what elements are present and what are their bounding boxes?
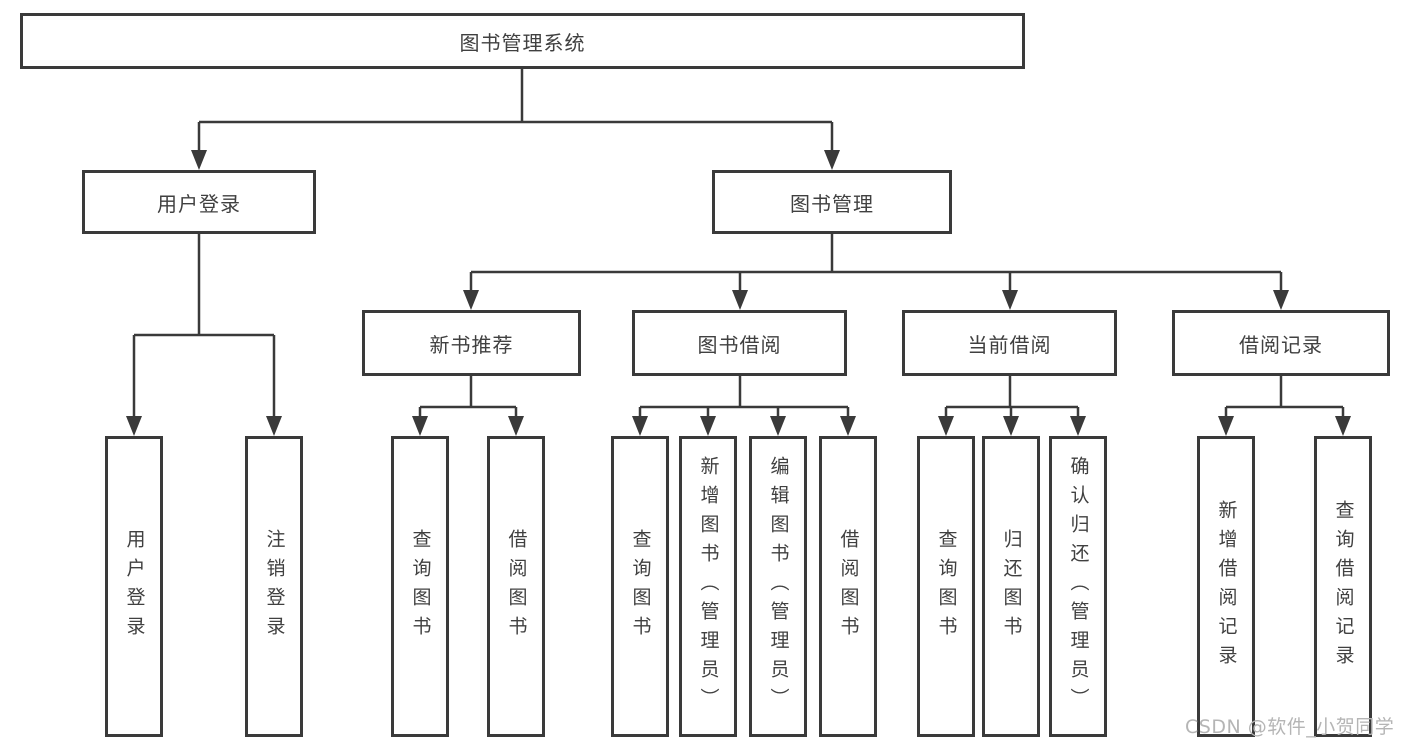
connector-login-to-leaves bbox=[132, 234, 276, 418]
arrow-down-icon bbox=[463, 290, 479, 310]
node-user-login: 用户登录 bbox=[82, 170, 316, 234]
leaf-user-login-label: 用户登录 bbox=[123, 528, 146, 645]
arrow-down-icon bbox=[1273, 290, 1289, 310]
arrow-down-icon bbox=[632, 416, 648, 436]
arrow-down-icon bbox=[1002, 290, 1018, 310]
leaf-borrow-edit-admin-label: 编辑图书（管理员） bbox=[767, 456, 790, 717]
connector-mgmt-to-level3 bbox=[469, 234, 1283, 292]
leaf-records-query: 查询借阅记录 bbox=[1314, 436, 1372, 737]
connector-borrow-to-leaves bbox=[638, 376, 850, 418]
leaf-current-query-label: 查询图书 bbox=[935, 528, 958, 645]
connector-newbook-to-leaves bbox=[418, 376, 518, 418]
arrow-down-icon bbox=[1070, 416, 1086, 436]
leaf-borrow-add-admin: 新增图书（管理员） bbox=[679, 436, 737, 737]
node-current-borrow: 当前借阅 bbox=[902, 310, 1117, 376]
arrow-down-icon bbox=[824, 150, 840, 170]
leaf-current-confirm-admin: 确认归还（管理员） bbox=[1049, 436, 1107, 737]
node-new-book-rec-label: 新书推荐 bbox=[429, 332, 514, 357]
arrow-down-icon bbox=[1003, 416, 1019, 436]
leaf-current-return: 归还图书 bbox=[982, 436, 1040, 737]
arrowheads bbox=[126, 150, 1351, 436]
node-user-login-label: 用户登录 bbox=[157, 191, 241, 216]
leaf-logout: 注销登录 bbox=[245, 436, 303, 737]
leaf-records-add: 新增借阅记录 bbox=[1197, 436, 1255, 737]
node-book-borrow: 图书借阅 bbox=[632, 310, 847, 376]
arrow-down-icon bbox=[126, 416, 142, 436]
csdn-watermark: CSDN @软件_小贺同学 bbox=[1185, 716, 1395, 738]
connector-records-to-leaves bbox=[1224, 376, 1345, 418]
arrow-down-icon bbox=[938, 416, 954, 436]
arrow-down-icon bbox=[508, 416, 524, 436]
arrow-down-icon bbox=[770, 416, 786, 436]
node-current-borrow-label: 当前借阅 bbox=[967, 332, 1052, 357]
node-book-borrow-label: 图书借阅 bbox=[697, 332, 782, 357]
connector-root-to-level2 bbox=[197, 69, 834, 152]
leaf-records-add-label: 新增借阅记录 bbox=[1215, 499, 1238, 674]
leaf-newbook-query-label: 查询图书 bbox=[409, 528, 432, 645]
leaf-borrow-query: 查询图书 bbox=[611, 436, 669, 737]
arrow-down-icon bbox=[1335, 416, 1351, 436]
arrow-down-icon bbox=[1218, 416, 1234, 436]
leaf-current-confirm-admin-label: 确认归还（管理员） bbox=[1067, 456, 1090, 717]
node-book-mgmt: 图书管理 bbox=[712, 170, 952, 234]
arrow-down-icon bbox=[732, 290, 748, 310]
leaf-records-query-label: 查询借阅记录 bbox=[1332, 499, 1355, 674]
leaf-logout-label: 注销登录 bbox=[263, 528, 286, 645]
node-root-label: 图书管理系统 bbox=[459, 30, 586, 55]
leaf-newbook-query: 查询图书 bbox=[391, 436, 449, 737]
node-borrow-records: 借阅记录 bbox=[1172, 310, 1390, 376]
leaf-newbook-borrow: 借阅图书 bbox=[487, 436, 545, 737]
node-borrow-records-label: 借阅记录 bbox=[1239, 332, 1323, 357]
leaf-user-login: 用户登录 bbox=[105, 436, 163, 737]
leaf-borrow-query-label: 查询图书 bbox=[629, 528, 652, 645]
leaf-borrow-book: 借阅图书 bbox=[819, 436, 877, 737]
leaf-current-return-label: 归还图书 bbox=[1000, 528, 1023, 645]
node-new-book-rec: 新书推荐 bbox=[362, 310, 581, 376]
leaf-borrow-add-admin-label: 新增图书（管理员） bbox=[697, 456, 720, 717]
connector-current-to-leaves bbox=[944, 376, 1080, 418]
leaf-newbook-borrow-label: 借阅图书 bbox=[505, 528, 528, 645]
leaf-current-query: 查询图书 bbox=[917, 436, 975, 737]
arrow-down-icon bbox=[266, 416, 282, 436]
node-book-mgmt-label: 图书管理 bbox=[790, 191, 874, 216]
arrow-down-icon bbox=[412, 416, 428, 436]
arrow-down-icon bbox=[840, 416, 856, 436]
leaf-borrow-book-label: 借阅图书 bbox=[837, 528, 860, 645]
leaf-borrow-edit-admin: 编辑图书（管理员） bbox=[749, 436, 807, 737]
arrow-down-icon bbox=[700, 416, 716, 436]
node-root: 图书管理系统 bbox=[20, 13, 1025, 69]
arrow-down-icon bbox=[191, 150, 207, 170]
